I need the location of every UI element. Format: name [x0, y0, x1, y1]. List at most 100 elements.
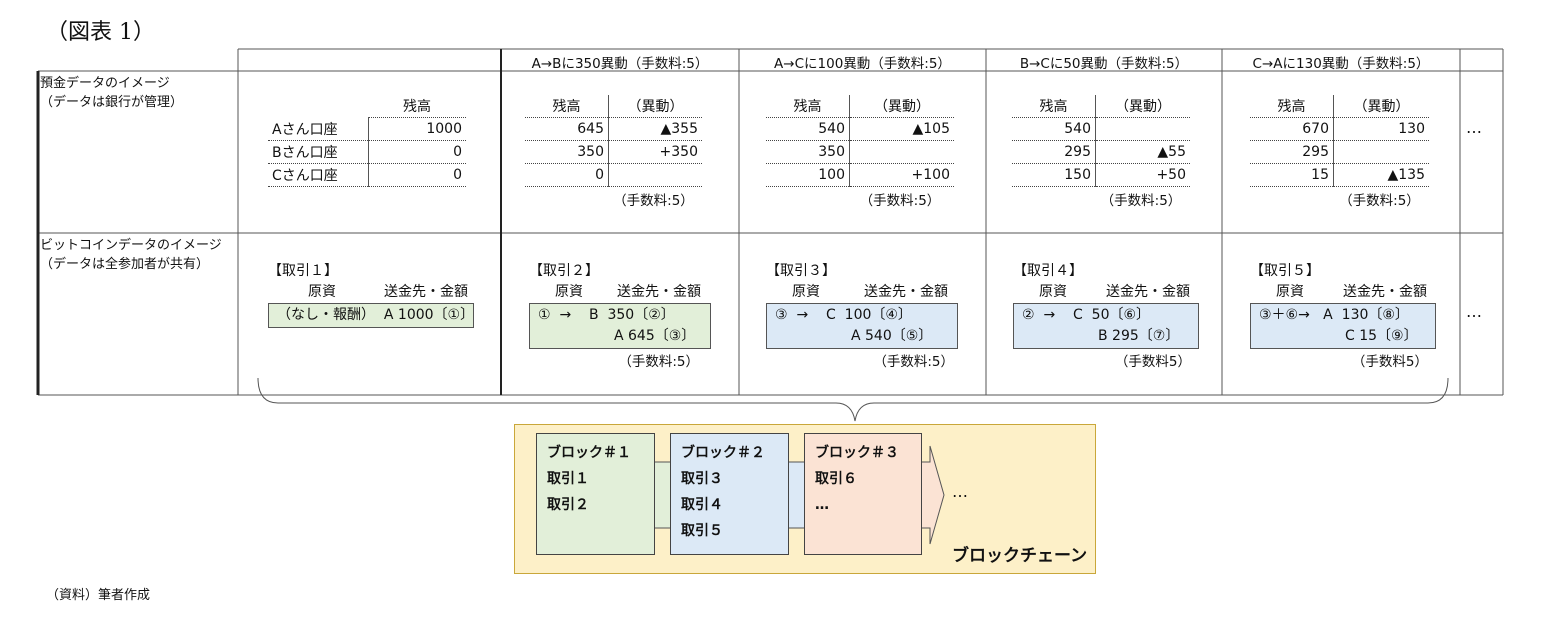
col-header-4: C→Aに130異動（手数料:5） — [1252, 56, 1430, 72]
block-item: 取引６ — [815, 471, 857, 487]
balance-cell: 645 — [525, 117, 609, 141]
block-item: 取引５ — [681, 523, 723, 539]
fee-note: （手数料:5） — [1339, 193, 1420, 209]
change-cell: +350 — [608, 140, 702, 164]
dest-header: 送金先・金額 — [864, 284, 948, 300]
row-label-bitcoin-line2: （データは全参加者が共有） — [40, 257, 210, 272]
dest-header: 送金先・金額 — [1343, 284, 1427, 300]
dest-header: 送金先・金額 — [1106, 284, 1190, 300]
figure-title: （図表 1） — [46, 20, 155, 45]
block-item: … — [815, 497, 829, 513]
balance-cell: 540 — [1012, 117, 1096, 141]
fee-note: （手数料5） — [1114, 354, 1191, 370]
change-cell: ▲105 — [849, 117, 954, 141]
transaction-2: 【取引２】 原資送金先・金額 ① → B 350〔②〕 A 645〔③〕 （手数… — [529, 260, 711, 370]
account-balance: 1000 — [368, 117, 466, 141]
dest-header: 送金先・金額 — [617, 284, 701, 300]
change-col-header: （異動） — [1095, 95, 1190, 118]
balance-cell: 350 — [525, 140, 609, 164]
row-label-deposit-line1: 預金データのイメージ — [40, 76, 170, 91]
source-header: 原資 — [1276, 284, 1304, 300]
change-col-header: （異動） — [1333, 95, 1429, 118]
balance-cell: 100 — [766, 163, 850, 187]
fee-note: （手数料:5） — [613, 193, 694, 209]
balance-cell: 15 — [1250, 163, 1334, 187]
block-3: ブロック＃３ 取引６ … — [804, 433, 922, 555]
balance-cell: 295 — [1012, 140, 1096, 164]
transaction-box: ③＋⑥→ A 130〔⑧〕 C 15〔⑨〕 — [1250, 303, 1436, 349]
chain-ellipsis: … — [952, 482, 969, 501]
transaction-title: 【取引２】 — [529, 263, 599, 279]
transaction-line: B 295〔⑦〕 — [1098, 328, 1180, 344]
change-cell: +50 — [1095, 163, 1190, 187]
transaction-box: （なし・報酬） A 1000〔①〕 — [268, 303, 474, 328]
transaction-3: 【取引３】 原資 送金先・金額 ③ → C 100〔④〕 A 540〔⑤〕 （手数… — [766, 260, 966, 370]
transaction-line: ② → C 50〔⑥〕 — [1022, 307, 1151, 323]
change-cell: +100 — [849, 163, 954, 187]
fee-note: （手数料:5） — [1100, 193, 1182, 209]
account-balance: 0 — [368, 163, 466, 187]
balance-cell: 295 — [1250, 140, 1334, 164]
transaction-box: ② → C 50〔⑥〕 B 295〔⑦〕 — [1013, 303, 1199, 349]
balance-col-header: 残高 — [525, 95, 609, 118]
transaction-line: A 645〔③〕 — [614, 328, 696, 344]
row-label-bitcoin: ビットコインデータのイメージ （データは全参加者が共有） — [40, 236, 222, 274]
transaction-1: 【取引１】 原資送金先・金額 （なし・報酬） A 1000〔①〕 — [268, 260, 476, 328]
balance-header: 残高 — [368, 95, 466, 118]
change-cell — [1095, 117, 1190, 141]
balance-cell: 150 — [1012, 163, 1096, 187]
row-label-bitcoin-line1: ビットコインデータのイメージ — [40, 238, 222, 253]
source-header: 原資 — [555, 284, 583, 300]
dest-header: 送金先・金額 — [384, 284, 468, 300]
fee-note: （手数料:5） — [859, 193, 941, 209]
transaction-line: （なし・報酬） A 1000〔①〕 — [277, 307, 475, 323]
transaction-title: 【取引３】 — [766, 263, 836, 279]
col-header-1: A→Bに350異動（手数料:5） — [531, 56, 709, 72]
block-item: 取引３ — [681, 471, 723, 487]
block-2: ブロック＃２ 取引３ 取引４ 取引５ — [670, 433, 789, 555]
blockchain-label: ブロックチェーン — [952, 546, 1088, 566]
balance-cell: 0 — [525, 163, 609, 187]
change-cell: 130 — [1333, 117, 1429, 141]
account-name: Aさん口座 — [268, 117, 369, 141]
change-col-header: （異動） — [608, 95, 702, 118]
block-title: ブロック＃３ — [815, 445, 899, 461]
balance-cell: 670 — [1250, 117, 1334, 141]
change-cell — [1333, 140, 1429, 164]
block-item: 取引２ — [547, 497, 589, 513]
change-cell — [849, 140, 954, 164]
balance-cell: 540 — [766, 117, 850, 141]
transaction-box: ① → B 350〔②〕 A 645〔③〕 — [529, 303, 711, 349]
block-item: 取引４ — [681, 497, 723, 513]
balance-cell: 350 — [766, 140, 850, 164]
balance-step-1: 残高（異動） 645▲355 350+350 0 （手数料:5） — [525, 95, 702, 209]
block-1: ブロック＃１ 取引１ 取引２ — [536, 433, 655, 555]
account-name: Cさん口座 — [268, 163, 369, 187]
fee-note: （手数料5） — [1351, 354, 1428, 370]
transaction-line: C 15〔⑨〕 — [1345, 328, 1418, 344]
block-title: ブロック＃２ — [681, 445, 765, 461]
transaction-line: A 540〔⑤〕 — [851, 328, 933, 344]
balance-col-header: 残高 — [1012, 95, 1096, 118]
balance-step-2: 残高（異動） 540▲105 350 100+100 （手数料:5） — [766, 95, 954, 209]
source-note: （資料）筆者作成 — [46, 588, 151, 603]
transaction-line: ① → B 350〔②〕 — [538, 307, 675, 323]
transaction-4: 【取引４】 原資送金先・金額 ② → C 50〔⑥〕 B 295〔⑦〕 （手数料… — [1013, 260, 1203, 370]
transaction-title: 【取引４】 — [1013, 263, 1083, 279]
balance-step-3: 残高（異動） 540 295▲55 150+50 （手数料:5） — [1012, 95, 1190, 209]
col-header-3: B→Cに50異動（手数料:5） — [1019, 56, 1189, 72]
row-label-deposit-line2: （データは銀行が管理） — [40, 95, 184, 110]
account-balance: 0 — [368, 140, 466, 164]
transaction-box: ③ → C 100〔④〕 A 540〔⑤〕 — [766, 303, 958, 349]
fee-note: （手数料:5） — [873, 354, 954, 370]
col-header-2: A→Cに100異動（手数料:5） — [774, 56, 951, 72]
block-title: ブロック＃１ — [547, 445, 631, 461]
source-header: 原資 — [792, 284, 820, 300]
transaction-title: 【取引５】 — [1250, 263, 1320, 279]
change-cell: ▲355 — [608, 117, 702, 141]
change-col-header: （異動） — [849, 95, 954, 118]
change-cell: ▲55 — [1095, 140, 1190, 164]
source-header: 原資 — [308, 284, 336, 300]
